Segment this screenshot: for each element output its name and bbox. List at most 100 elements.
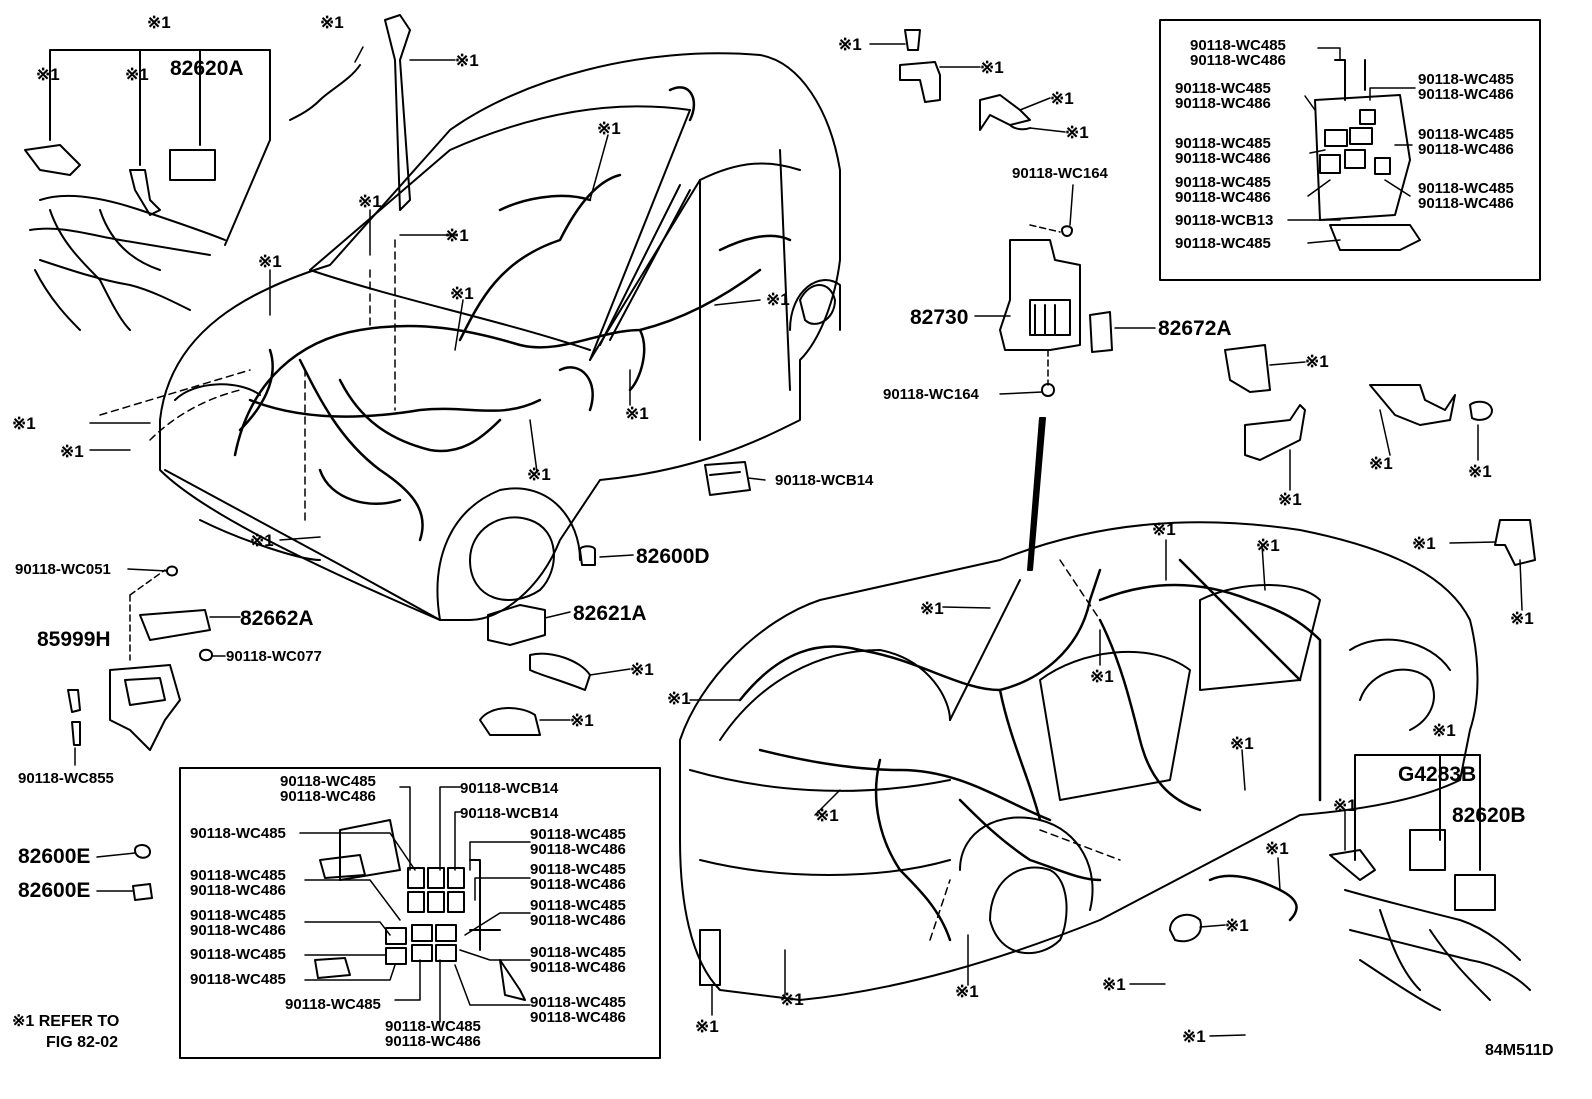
inset2-label-f: 90118-WC485 90118-WC486: [190, 908, 286, 938]
mark-bottom-right-1: ※1: [1333, 796, 1357, 815]
refer-note-line1: ※1 REFER TO: [12, 1013, 120, 1030]
inset-label-g: 90118-WC485 90118-WC486: [1418, 181, 1514, 211]
part-label-82600E-b: 82600E: [18, 879, 91, 902]
inset2-label-wc485-b: 90118-WC485: [190, 946, 286, 963]
inset-box-top-right: [1159, 19, 1541, 281]
mark-front-bolt-b: ※1: [60, 442, 84, 461]
inset-label-f: 90118-WC485 90118-WC486: [1175, 175, 1271, 205]
inset-label-c-wc486: 90118-WC486: [1175, 95, 1271, 112]
mark-top-cable: ※1: [320, 13, 344, 32]
mark-rear-sensor: ※1: [1265, 839, 1289, 858]
inset-label-c-wc485: 90118-WC485: [1175, 80, 1271, 97]
mark-top-left-1: ※1: [36, 65, 60, 84]
part-label-82620B: 82620B: [1452, 804, 1526, 827]
part-label-82621A: 82621A: [573, 602, 647, 625]
mark-rear-grommet: ※1: [1182, 1027, 1206, 1046]
bottom-right-harness: [1329, 754, 1531, 1011]
inset2-label-a-wc485: 90118-WC485: [280, 773, 376, 790]
mark-rear-bumper: ※1: [780, 990, 804, 1009]
inset2-label-wcb14-a: 90118-WCB14: [460, 780, 559, 797]
mark-rear-door: ※1: [815, 806, 839, 825]
inset-label-f-wc486: 90118-WC486: [1175, 189, 1271, 206]
inset2-label-c-wc486: 90118-WC486: [530, 876, 626, 893]
inset-label-d: 90118-WC485 90118-WC486: [1418, 127, 1514, 157]
inset2-label-g-wc485: 90118-WC485: [530, 944, 626, 961]
inset2-label-i: 90118-WC485 90118-WC486: [385, 1019, 481, 1049]
rear-car-outline: [679, 521, 1479, 1001]
mark-front-grommet: ※1: [527, 465, 551, 484]
inset-label-d-wc486: 90118-WC486: [1418, 141, 1514, 158]
part-label-wc855: 90118-WC855: [18, 770, 114, 787]
mark-rear-wire: ※1: [1230, 734, 1254, 753]
part-label-wc164-bottom: 90118-WC164: [883, 386, 979, 403]
inset-label-a: 90118-WC485 90118-WC486: [1190, 38, 1286, 68]
diagram-code: 84M511D: [1485, 1042, 1554, 1059]
mark-rear-bracket: ※1: [1102, 975, 1126, 994]
part-label-82672A: 82672A: [1158, 317, 1232, 340]
front-car-outline: [159, 52, 841, 621]
inset2-label-d-wc486: 90118-WC486: [190, 882, 286, 899]
inset-label-e-wc485: 90118-WC485: [1175, 135, 1271, 152]
mark-bracket-top: ※1: [980, 58, 1004, 77]
mark-front-bolt-a: ※1: [12, 414, 36, 433]
mark-rear-floor: ※1: [1090, 667, 1114, 686]
mark-rear-plug: ※1: [1225, 916, 1249, 935]
part-label-wcb14: 90118-WCB14: [775, 472, 874, 489]
mark-top-left-group: ※1: [147, 13, 171, 32]
mark-front-clip-c: ※1: [258, 252, 282, 271]
rear-car-harness: [738, 558, 1322, 942]
inset2-label-a-wc486: 90118-WC486: [280, 788, 376, 805]
inset2-label-i-wc485: 90118-WC485: [385, 1018, 481, 1035]
mark-rear-hatch: ※1: [667, 689, 691, 708]
part-label-82730: 82730: [910, 306, 969, 329]
inset2-label-b: 90118-WC485 90118-WC486: [530, 827, 626, 857]
inset2-label-f-wc486: 90118-WC486: [190, 922, 286, 939]
inset2-label-c-wc485: 90118-WC485: [530, 861, 626, 878]
part-label-G4283B: G4283B: [1398, 763, 1477, 786]
inset2-label-f-wc485: 90118-WC485: [190, 907, 286, 924]
mark-cover-b: ※1: [570, 711, 594, 730]
mark-bottom-right-group: ※1: [1432, 721, 1456, 740]
mark-rear-clip: ※1: [955, 982, 979, 1001]
part-label-85999H: 85999H: [37, 628, 111, 651]
inset2-label-e-wc486: 90118-WC486: [530, 912, 626, 929]
mark-bracket-right-d: ※1: [1510, 609, 1534, 628]
inset-label-g-wc486: 90118-WC486: [1418, 195, 1514, 212]
inset2-label-wcb14-b: 90118-WCB14: [460, 805, 559, 822]
inset2-label-a: 90118-WC485 90118-WC486: [280, 774, 376, 804]
mark-bolt-top: ※1: [838, 35, 862, 54]
mark-cover-a: ※1: [630, 660, 654, 679]
refer-note-line2: FIG 82-02: [46, 1034, 119, 1051]
front-car-harness: [233, 86, 792, 542]
inset-label-e-wc486: 90118-WC486: [1175, 150, 1271, 167]
mark-front-clip-a: ※1: [358, 192, 382, 211]
inset-label-d-wc485: 90118-WC485: [1418, 126, 1514, 143]
part-label-82600D: 82600D: [636, 545, 710, 568]
right-brackets: [1224, 344, 1536, 566]
mark-bolt-right: ※1: [1468, 462, 1492, 481]
inset2-label-i-wc486: 90118-WC486: [385, 1033, 481, 1050]
part-label-wc051: 90118-WC051: [15, 561, 111, 578]
mark-nut: ※1: [1065, 123, 1089, 142]
inset2-label-h-wc485: 90118-WC485: [530, 994, 626, 1011]
inset-label-g-wc485: 90118-WC485: [1418, 180, 1514, 197]
inset-label-b-wc485: 90118-WC485: [1418, 71, 1514, 88]
middle-small-parts: [67, 461, 751, 901]
inset2-label-b-wc486: 90118-WC486: [530, 841, 626, 858]
inset2-label-c: 90118-WC485 90118-WC486: [530, 862, 626, 892]
mark-bolt-right-b: ※1: [1412, 534, 1436, 553]
inset2-label-g: 90118-WC485 90118-WC486: [530, 945, 626, 975]
mark-top-left-2: ※1: [125, 65, 149, 84]
front-car-dashed-leaders: [99, 239, 396, 521]
relay-block-82730: [999, 224, 1113, 571]
inset2-label-g-wc486: 90118-WC486: [530, 959, 626, 976]
inset-label-e: 90118-WC485 90118-WC486: [1175, 136, 1271, 166]
inset2-label-wc485-d: 90118-WC485: [285, 996, 381, 1013]
part-label-wc164-top: 90118-WC164: [1012, 165, 1108, 182]
inset2-label-wc485-c: 90118-WC485: [190, 971, 286, 988]
inset-label-b-wc486: 90118-WC486: [1418, 86, 1514, 103]
mark-front-roof: ※1: [597, 119, 621, 138]
part-label-82662A: 82662A: [240, 607, 314, 630]
mark-rear-pad: ※1: [695, 1017, 719, 1036]
